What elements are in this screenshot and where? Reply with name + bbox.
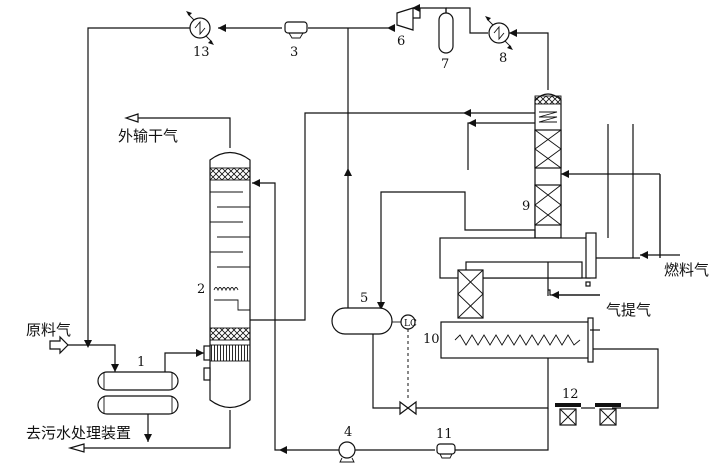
label-6: 6 <box>397 34 405 49</box>
compressor-6 <box>396 7 414 31</box>
separator-1 <box>97 349 204 415</box>
furnace-piping <box>547 124 680 299</box>
dry-gas-export-line <box>124 113 231 148</box>
label-7: 7 <box>441 57 449 72</box>
feed-gas-label: 原料气 <box>26 321 71 339</box>
solvent-lines <box>250 109 659 451</box>
stripping-gas-label: 气提气 <box>606 301 651 319</box>
line-9-8 <box>509 32 549 90</box>
unit-3 <box>284 21 308 39</box>
label-5: 5 <box>360 291 368 306</box>
lc-symbol: LC <box>404 319 417 329</box>
feed-gas-inlet <box>49 335 119 372</box>
absorber-column-2 <box>203 151 251 409</box>
filter-12 <box>555 403 621 426</box>
regenerator-column-9 <box>534 93 562 239</box>
lean-amine-return <box>252 179 340 454</box>
sewage-outlet <box>67 410 231 453</box>
pump-11 <box>436 443 456 459</box>
label-12: 12 <box>562 387 579 402</box>
label-8: 8 <box>499 51 507 66</box>
label-13: 13 <box>193 45 210 60</box>
line-8-7 <box>446 7 488 34</box>
label-9: 9 <box>522 199 530 214</box>
heat-exchanger-13 <box>186 11 214 45</box>
label-10: 10 <box>423 332 440 347</box>
heat-exchanger-8 <box>485 16 513 50</box>
label-3: 3 <box>290 45 298 60</box>
overhead-gas-line <box>84 4 447 348</box>
label-2: 2 <box>197 282 205 297</box>
dry-gas-export-label: 外输干气 <box>118 127 178 145</box>
sewage-label: 去污水处理装置 <box>26 424 131 442</box>
heat-exchanger-10 <box>440 317 594 363</box>
separator-7 <box>438 12 454 54</box>
label-4: 4 <box>344 425 352 440</box>
flash-tank-5: LC <box>331 307 417 416</box>
label-1: 1 <box>137 355 145 370</box>
reboiler-furnace <box>439 232 597 319</box>
pump-4 <box>338 441 435 463</box>
fuel-gas-label: 燃料气 <box>664 261 709 279</box>
label-11: 11 <box>436 427 453 442</box>
